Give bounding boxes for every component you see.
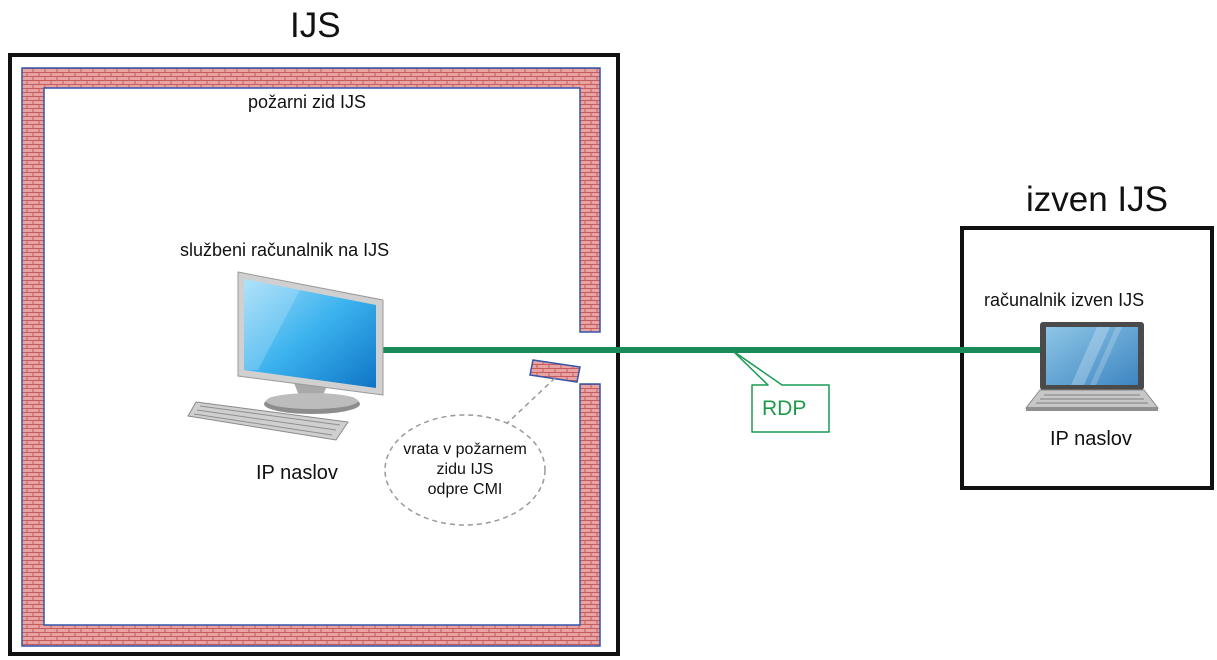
office-pc-ip-label: IP naslov [256,462,338,484]
firewall-door [529,359,581,383]
rdp-callout [732,350,830,433]
remote-pc-ip-label: IP naslov [1050,428,1132,450]
door-callout-line-2: zidu IJS [436,461,494,478]
door-callout-line-3: odpre CMI [427,481,503,498]
desktop-computer-icon [187,271,384,441]
rdp-label: RDP [762,397,807,420]
remote-pc-label: računalnik izven IJS [984,290,1145,310]
office-pc-label: službeni računalnik na IJS [180,240,390,260]
door-callout-line-1: vrata v požarnem [403,441,527,458]
door-callout-text: vrata v požarnem zidu IJS odpre CMI [385,440,545,500]
ijs-zone-frame [8,53,620,656]
door-callout [384,377,556,526]
laptop-icon [1024,322,1160,411]
ijs-zone-title: IJS [290,6,341,45]
firewall-label: požarni zid IJS [248,92,367,112]
firewall-wall [21,67,601,647]
outside-zone-title: izven IJS [1026,180,1168,219]
